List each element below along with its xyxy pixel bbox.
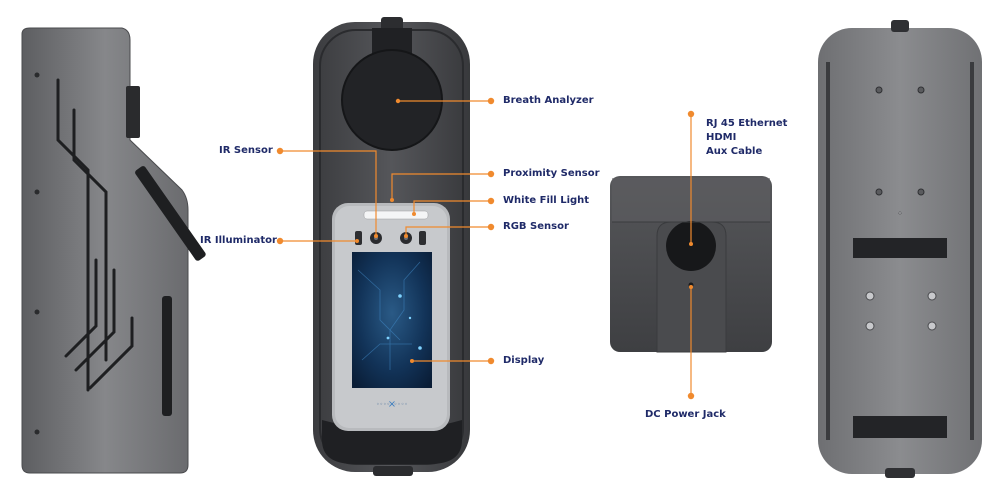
breath-analyzer-unit [341,28,443,151]
ir-sensor-label: IR Sensor [219,145,273,156]
hdmi-label: HDMI [706,132,737,143]
callout-lines [280,100,692,396]
dc-power-jack-label: DC Power Jack [645,409,726,420]
rear-view: ⁘ [818,20,982,478]
svg-text:◦◦◦◦◦◦◦◦◦: ◦◦◦◦◦◦◦◦◦ [376,401,408,408]
side-view [21,27,206,474]
rj45-ethernet-label: RJ 45 Ethernet [706,118,788,129]
proximity-sensor-label: Proximity Sensor [503,168,600,179]
ir-illuminator-label: IR Illuminator [200,235,277,246]
display-screen [352,252,432,388]
display-label: Display [503,355,545,366]
svg-text:⁘: ⁘ [897,209,904,218]
front-view: ◦◦◦◦◦◦◦◦◦ × [313,17,470,476]
white-fill-light-label: White Fill Light [503,195,590,206]
callout-dots [276,97,695,400]
breath-analyzer-label: Breath Analyzer [503,95,594,106]
rgb-sensor-label: RGB Sensor [503,221,569,232]
svg-text:×: × [388,399,396,410]
aux-cable-label: Aux Cable [706,146,763,157]
